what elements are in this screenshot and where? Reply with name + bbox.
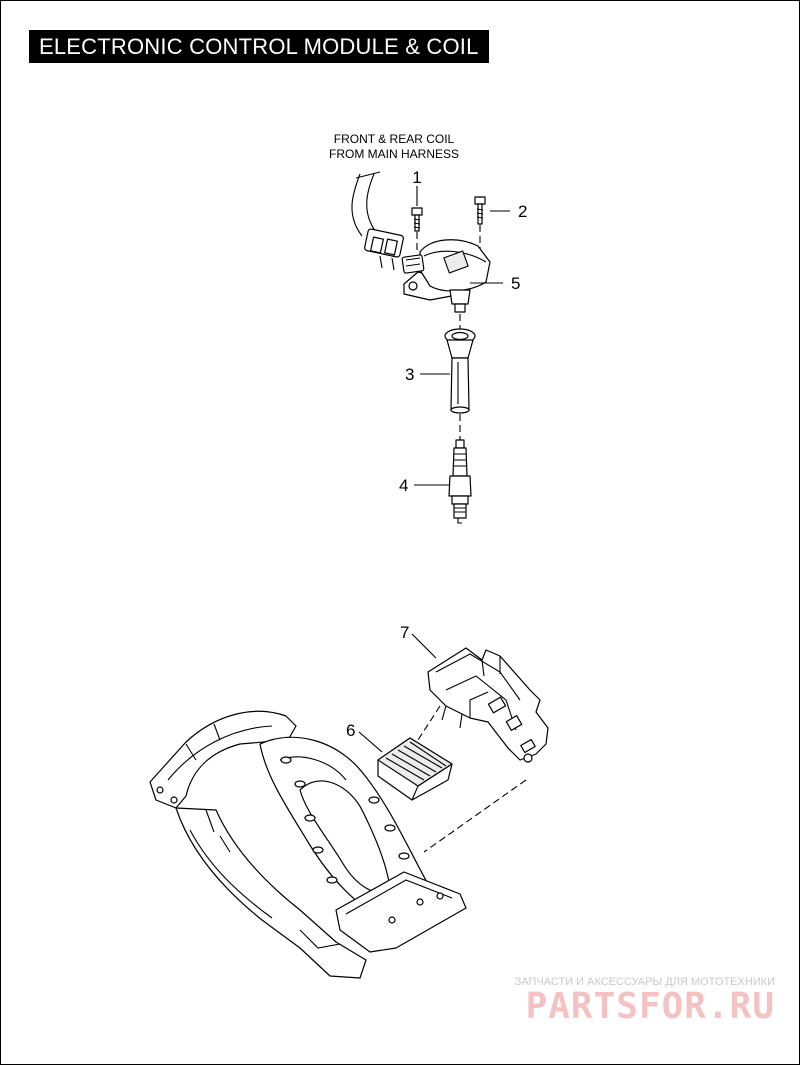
part-5-ignition-coil (401, 239, 491, 313)
watermark-subtitle: ЗАПЧАСТИ И АКСЕССУАРЫ ДЛЯ МОТОТЕХНИКИ (515, 976, 775, 988)
part-4-spark-plug (448, 439, 472, 524)
part-2-screw (474, 196, 486, 252)
callout-1: 1 (412, 168, 421, 187)
harness-note-line1: FRONT & REAR COIL (334, 132, 455, 146)
callout-5: 5 (511, 274, 520, 293)
part-1-screw (411, 207, 423, 254)
leader-7 (411, 633, 437, 659)
page-title: ELECTRONIC CONTROL MODULE & COIL (29, 30, 489, 63)
callout-2: 2 (518, 202, 527, 221)
callout-3: 3 (405, 365, 414, 384)
part-3-plug-boot (444, 328, 476, 414)
leader-6 (358, 731, 383, 753)
callout-6: 6 (346, 721, 355, 740)
rear-fender-assembly (149, 710, 467, 979)
watermark-brand: PARTSFOR.RU (526, 986, 775, 1027)
watermark: ЗАПЧАСТИ И АКСЕССУАРЫ ДЛЯ МОТОТЕХНИКИ PA… (515, 976, 775, 1027)
callout-7: 7 (400, 623, 409, 642)
wiring-harness (351, 171, 404, 271)
part-7-ecm-bracket (427, 647, 549, 763)
callout-4: 4 (399, 476, 408, 495)
part-6-ecm (377, 737, 453, 801)
harness-note-line2: FROM MAIN HARNESS (329, 147, 459, 161)
